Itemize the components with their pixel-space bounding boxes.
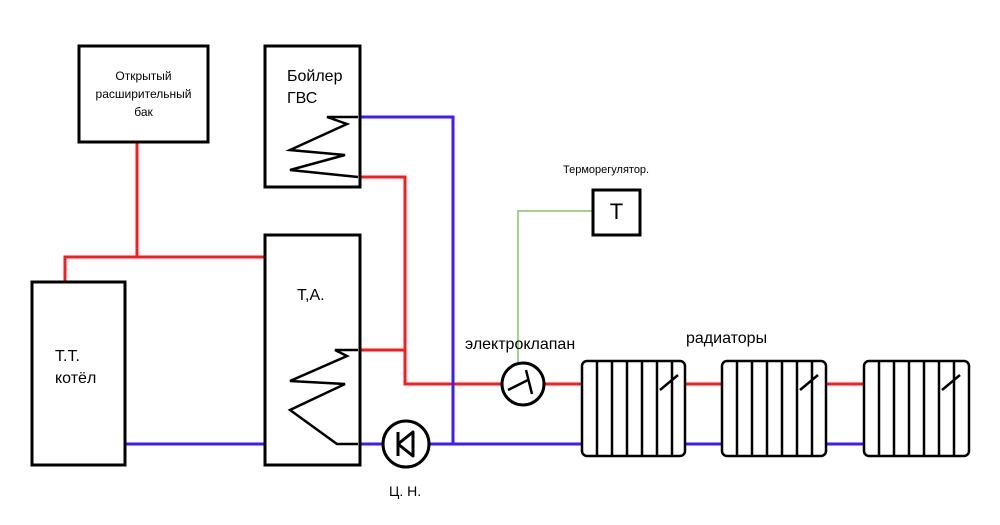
- radiators-label: радиаторы: [686, 330, 768, 347]
- supply-pipe-boiler-to-accumulator: [63, 255, 265, 282]
- circulation-pump-label: Ц. Н.: [389, 483, 422, 499]
- dhw-boiler-label-line-1: Бойлер: [287, 68, 343, 85]
- thermostat-title: Терморегулятор.: [563, 164, 650, 176]
- return-pipes: [125, 115, 864, 446]
- supply-pipes: [63, 142, 864, 386]
- solid-fuel-boiler-label: Т.Т. котёл: [55, 346, 96, 390]
- solenoid-valve-icon: [500, 361, 546, 407]
- expansion-tank-box: [77, 44, 210, 144]
- thermostat-symbol: Т: [609, 199, 624, 224]
- dhw-heat-exchanger-coil: [285, 115, 359, 179]
- control-wire: [517, 210, 593, 367]
- expansion-tank-label: Открытый расширительный бак: [79, 67, 208, 121]
- solid-fuel-boiler-box: [30, 280, 127, 467]
- accumulator-heat-exchanger-coil: [287, 348, 358, 446]
- dhw-boiler-label: Бойлер ГВС: [287, 66, 342, 110]
- radiator-1-icon: [580, 359, 687, 458]
- solenoid-valve-label: электроклапан: [465, 336, 576, 353]
- circulation-pump-icon: [381, 419, 431, 469]
- expansion-tank-label-line-1: Открытый: [115, 69, 172, 83]
- solid-fuel-boiler-label-line-2: котёл: [55, 370, 97, 387]
- thermostat-box: [591, 188, 642, 237]
- heat-accumulator-label: Т,А.: [297, 287, 325, 304]
- radiator-2-icon: [720, 359, 828, 458]
- solid-fuel-boiler-label-line-1: Т.Т.: [55, 348, 80, 365]
- radiator-3-icon: [862, 359, 971, 458]
- expansion-tank-label-line-3: бак: [134, 105, 153, 119]
- dhw-boiler-label-line-2: ГВС: [287, 90, 318, 107]
- return-pipe-dhw: [358, 115, 455, 444]
- expansion-tank-label-line-2: расширительный: [95, 87, 192, 101]
